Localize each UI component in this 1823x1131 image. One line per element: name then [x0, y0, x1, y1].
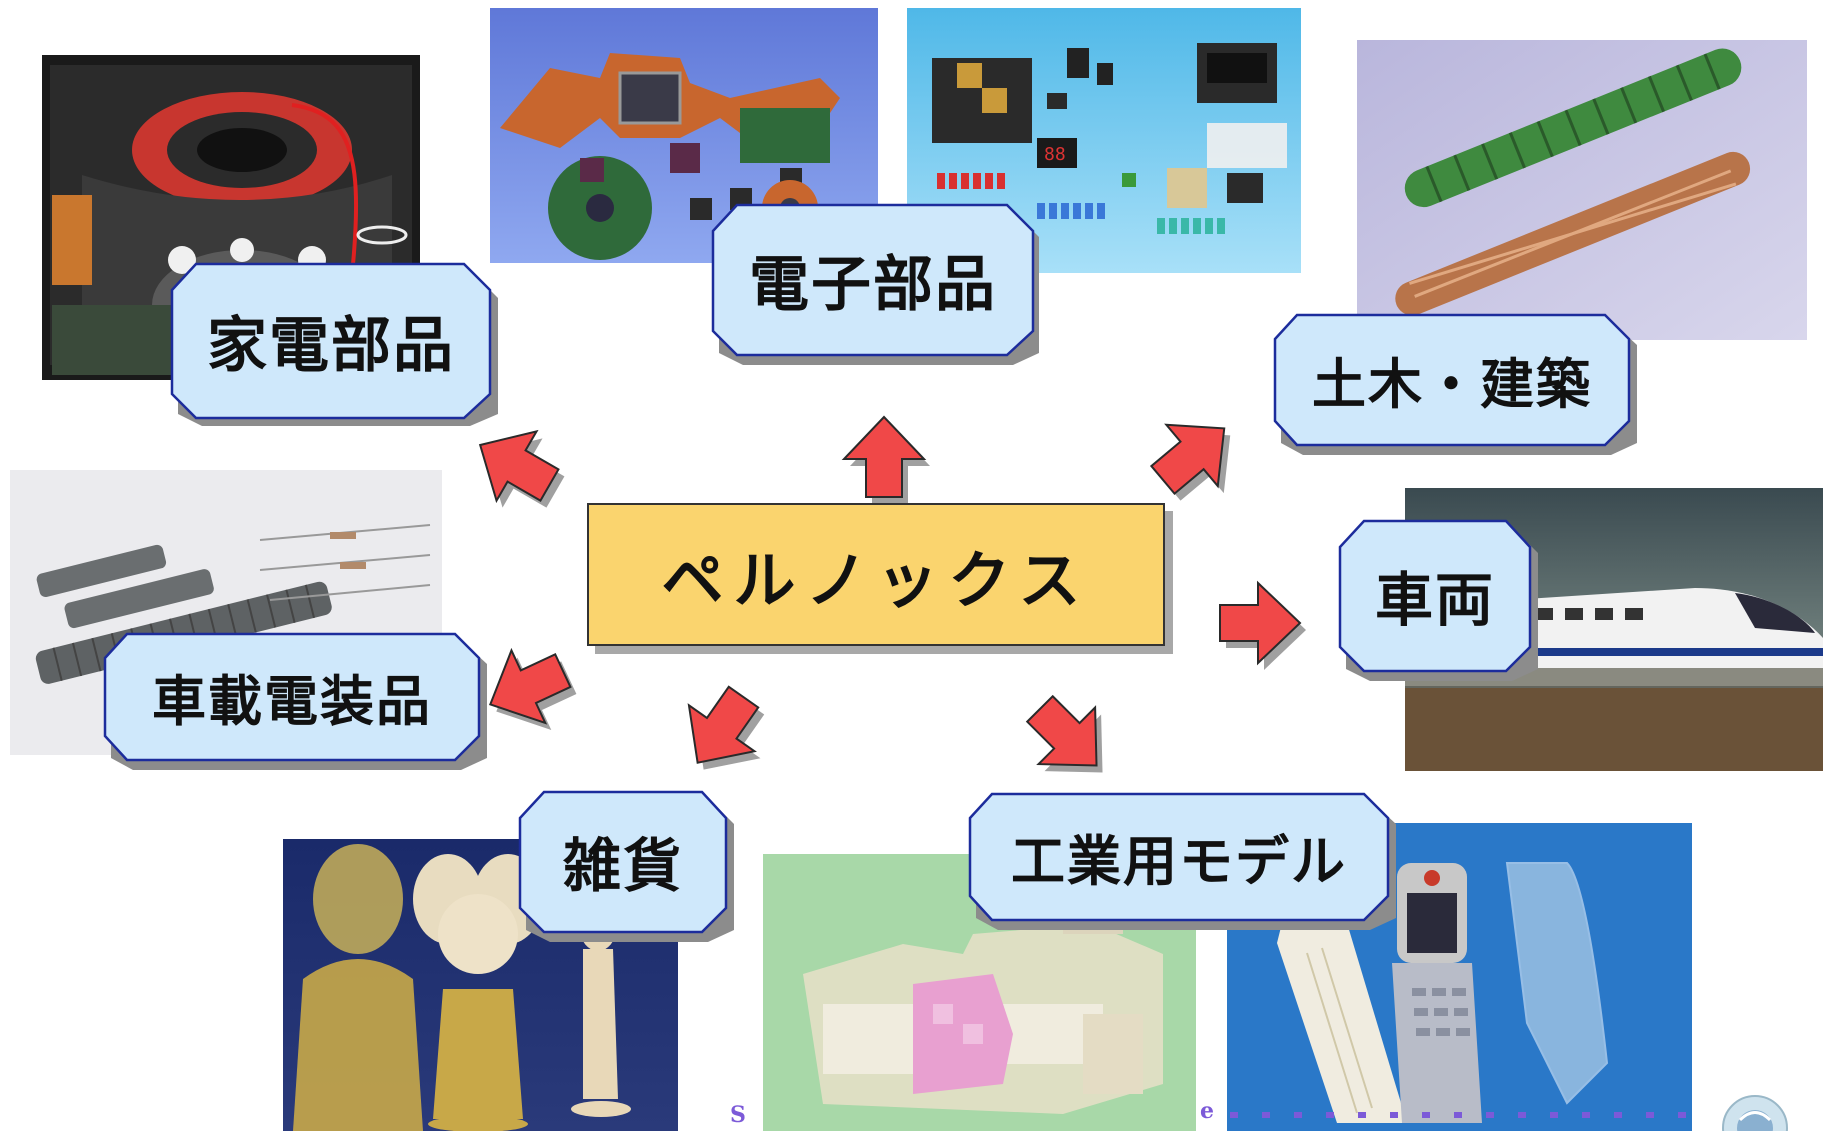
arrow-to-zakka — [663, 673, 778, 787]
label-kogyo-text: 工業用モデル — [1011, 829, 1347, 893]
label-doboku: 土木・建築 — [1273, 313, 1637, 455]
label-denshi: 電子部品 — [711, 203, 1039, 365]
label-doboku-text: 土木・建築 — [1312, 352, 1592, 416]
label-zakka: 雑貨 — [518, 790, 734, 942]
logo-icon — [1720, 1090, 1790, 1131]
svg-text:88: 88 — [1044, 144, 1066, 165]
label-kaden: 家電部品 — [170, 262, 498, 426]
arrow-to-kogyo — [1010, 679, 1126, 795]
center-box — [587, 503, 1165, 646]
footer-text-fragment-right: e — [1200, 1098, 1214, 1124]
arrow-to-doboku — [1136, 396, 1251, 512]
label-sharyo-text: 車両 — [1374, 566, 1495, 634]
photo-figurines — [283, 839, 678, 1131]
label-zakka-text: 雑貨 — [562, 832, 683, 900]
label-kaden-text: 家電部品 — [207, 310, 455, 381]
footer-text-fragment-left: S — [730, 1102, 746, 1128]
footer-dotted-line — [1230, 1112, 1690, 1118]
photo-civil-construction — [1357, 40, 1807, 340]
label-shasai-text: 車載電装品 — [152, 669, 432, 733]
label-shasai: 車載電装品 — [103, 632, 487, 770]
arrow-to-denshi — [843, 416, 925, 498]
label-denshi-text: 電子部品 — [749, 249, 997, 320]
center-label: ペルノックス — [661, 543, 1091, 617]
label-kogyo: 工業用モデル — [968, 792, 1396, 930]
arrow-to-sharyo — [1219, 582, 1301, 664]
label-sharyo: 車両 — [1338, 519, 1538, 681]
